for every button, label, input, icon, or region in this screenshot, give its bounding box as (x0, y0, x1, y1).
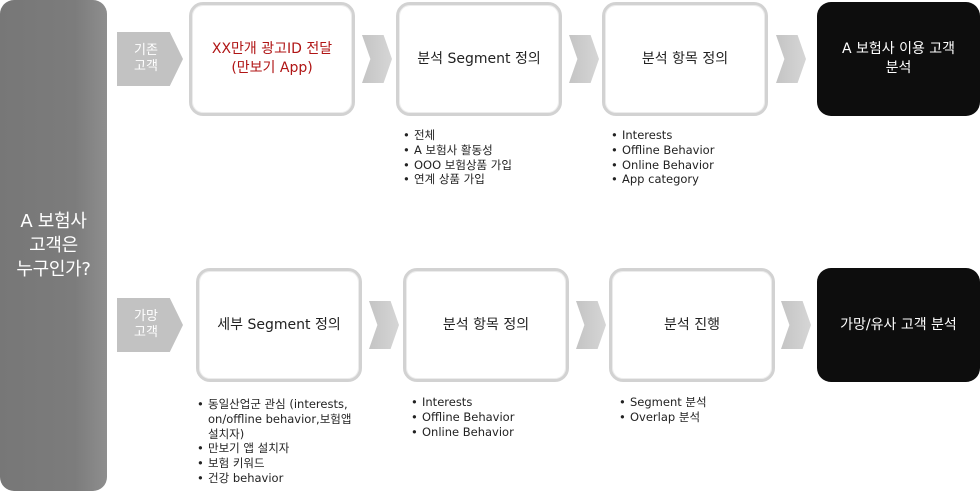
row1-result-title: A 보험사 이용 고객 분석 (841, 41, 956, 76)
list-item: 전체 (402, 128, 572, 143)
row1-chevron-1 (362, 35, 392, 83)
row1-step3-title: 분석 항목 정의 (641, 50, 729, 67)
row2-step1-bullet-list: 동일산업군 관심 (interests, on/offline behavior… (196, 397, 376, 486)
prospect-customer-tag: 가망 고객 (117, 298, 183, 352)
row2-result-title: 가망/유사 고객 분석 (840, 316, 957, 333)
row2-step2-bullet-list: Interests Offline Behavior Online Behavi… (410, 395, 580, 439)
prospect-customer-tag-label: 가망 고객 (134, 309, 158, 340)
row2-chevron-1 (369, 301, 399, 349)
row2-result-box: 가망/유사 고객 분석 (817, 268, 980, 382)
row1-step3-box: 분석 항목 정의 (602, 2, 768, 116)
row1-step2-title: 분석 Segment 정의 (417, 50, 541, 67)
row2-chevron-3 (781, 301, 811, 349)
list-item: 만보기 앱 설치자 (196, 441, 376, 456)
row1-chevron-2 (569, 35, 599, 83)
list-item: Segment 분석 (618, 395, 788, 410)
row2-chevron-2 (576, 301, 606, 349)
existing-customer-tag: 기존 고객 (117, 32, 183, 86)
row2-step2-box: 분석 항목 정의 (403, 268, 569, 382)
list-item: A 보험사 활동성 (402, 143, 572, 158)
list-item: Online Behavior (610, 158, 780, 173)
list-item: 연계 상품 가입 (402, 172, 572, 187)
row1-step3-bullet-list: Interests Offline Behavior Online Behavi… (610, 128, 780, 187)
row2-step3-box: 분석 진행 (609, 268, 775, 382)
row1-step2-box: 분석 Segment 정의 (396, 2, 562, 116)
list-item: 동일산업군 관심 (interests, on/offline behavior… (196, 397, 376, 441)
row2-step1-box: 세부 Segment 정의 (196, 268, 362, 382)
list-item: Interests (610, 128, 780, 143)
row1-step1-title: XX만개 광고ID 전달 (만보기 App) (211, 41, 333, 76)
row1-result-box: A 보험사 이용 고객 분석 (817, 2, 980, 116)
row2-step3-title: 분석 진행 (664, 316, 720, 333)
row2-step1-title: 세부 Segment 정의 (217, 316, 341, 333)
list-item: App category (610, 172, 780, 187)
row1-step2-bullet-list: 전체 A 보험사 활동성 OOO 보험상품 가입 연계 상품 가입 (402, 128, 572, 187)
list-item: Offline Behavior (610, 143, 780, 158)
list-item: 보험 키워드 (196, 456, 376, 471)
list-item: Interests (410, 395, 580, 410)
side-question-label: A 보험사 고객은 누구인가? (16, 210, 91, 280)
list-item: 건강 behavior (196, 471, 376, 486)
row1-chevron-3 (776, 35, 806, 83)
list-item: OOO 보험상품 가입 (402, 158, 572, 173)
row2-step3-bullet-list: Segment 분석 Overlap 분석 (618, 395, 788, 425)
question-side-bar: A 보험사 고객은 누구인가? (0, 0, 107, 491)
list-item: Online Behavior (410, 425, 580, 440)
row2-step2-title: 분석 항목 정의 (442, 316, 530, 333)
row1-step1-box: XX만개 광고ID 전달 (만보기 App) (189, 2, 355, 116)
list-item: Offline Behavior (410, 410, 580, 425)
list-item: Overlap 분석 (618, 410, 788, 425)
existing-customer-tag-label: 기존 고객 (134, 43, 158, 74)
